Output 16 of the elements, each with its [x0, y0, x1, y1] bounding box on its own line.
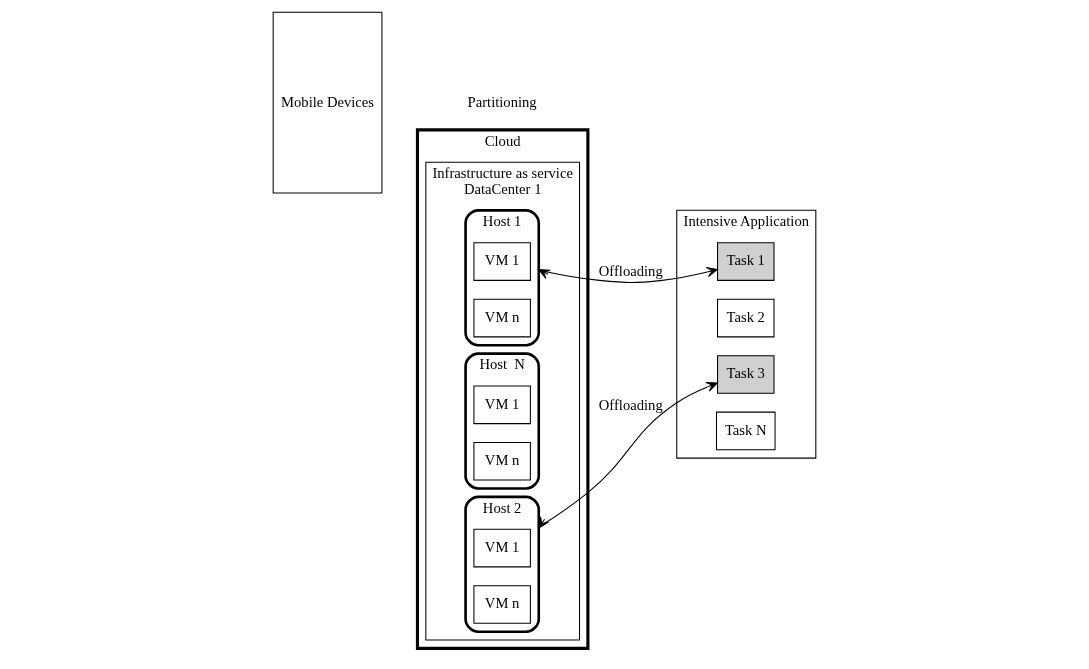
arrow	[538, 266, 718, 284]
edge-label: Offloading	[598, 263, 663, 280]
node-box: Task 1	[717, 242, 775, 281]
node-box: VM n	[473, 585, 531, 624]
arrow	[538, 381, 718, 529]
node-box: Task 3	[717, 355, 775, 394]
node-box: Task N	[715, 411, 776, 451]
node-box: VM 1	[473, 385, 531, 425]
node-box: VM 1	[473, 528, 531, 568]
node-box: VM 1	[473, 242, 531, 281]
node-box: Task 2	[717, 298, 775, 338]
node-box: VM n	[473, 441, 531, 481]
node-box: VM n	[473, 298, 531, 338]
edge-label: Offloading	[598, 397, 663, 414]
label: Partitioning	[467, 93, 537, 110]
node-box: Mobile Devices	[272, 11, 383, 194]
